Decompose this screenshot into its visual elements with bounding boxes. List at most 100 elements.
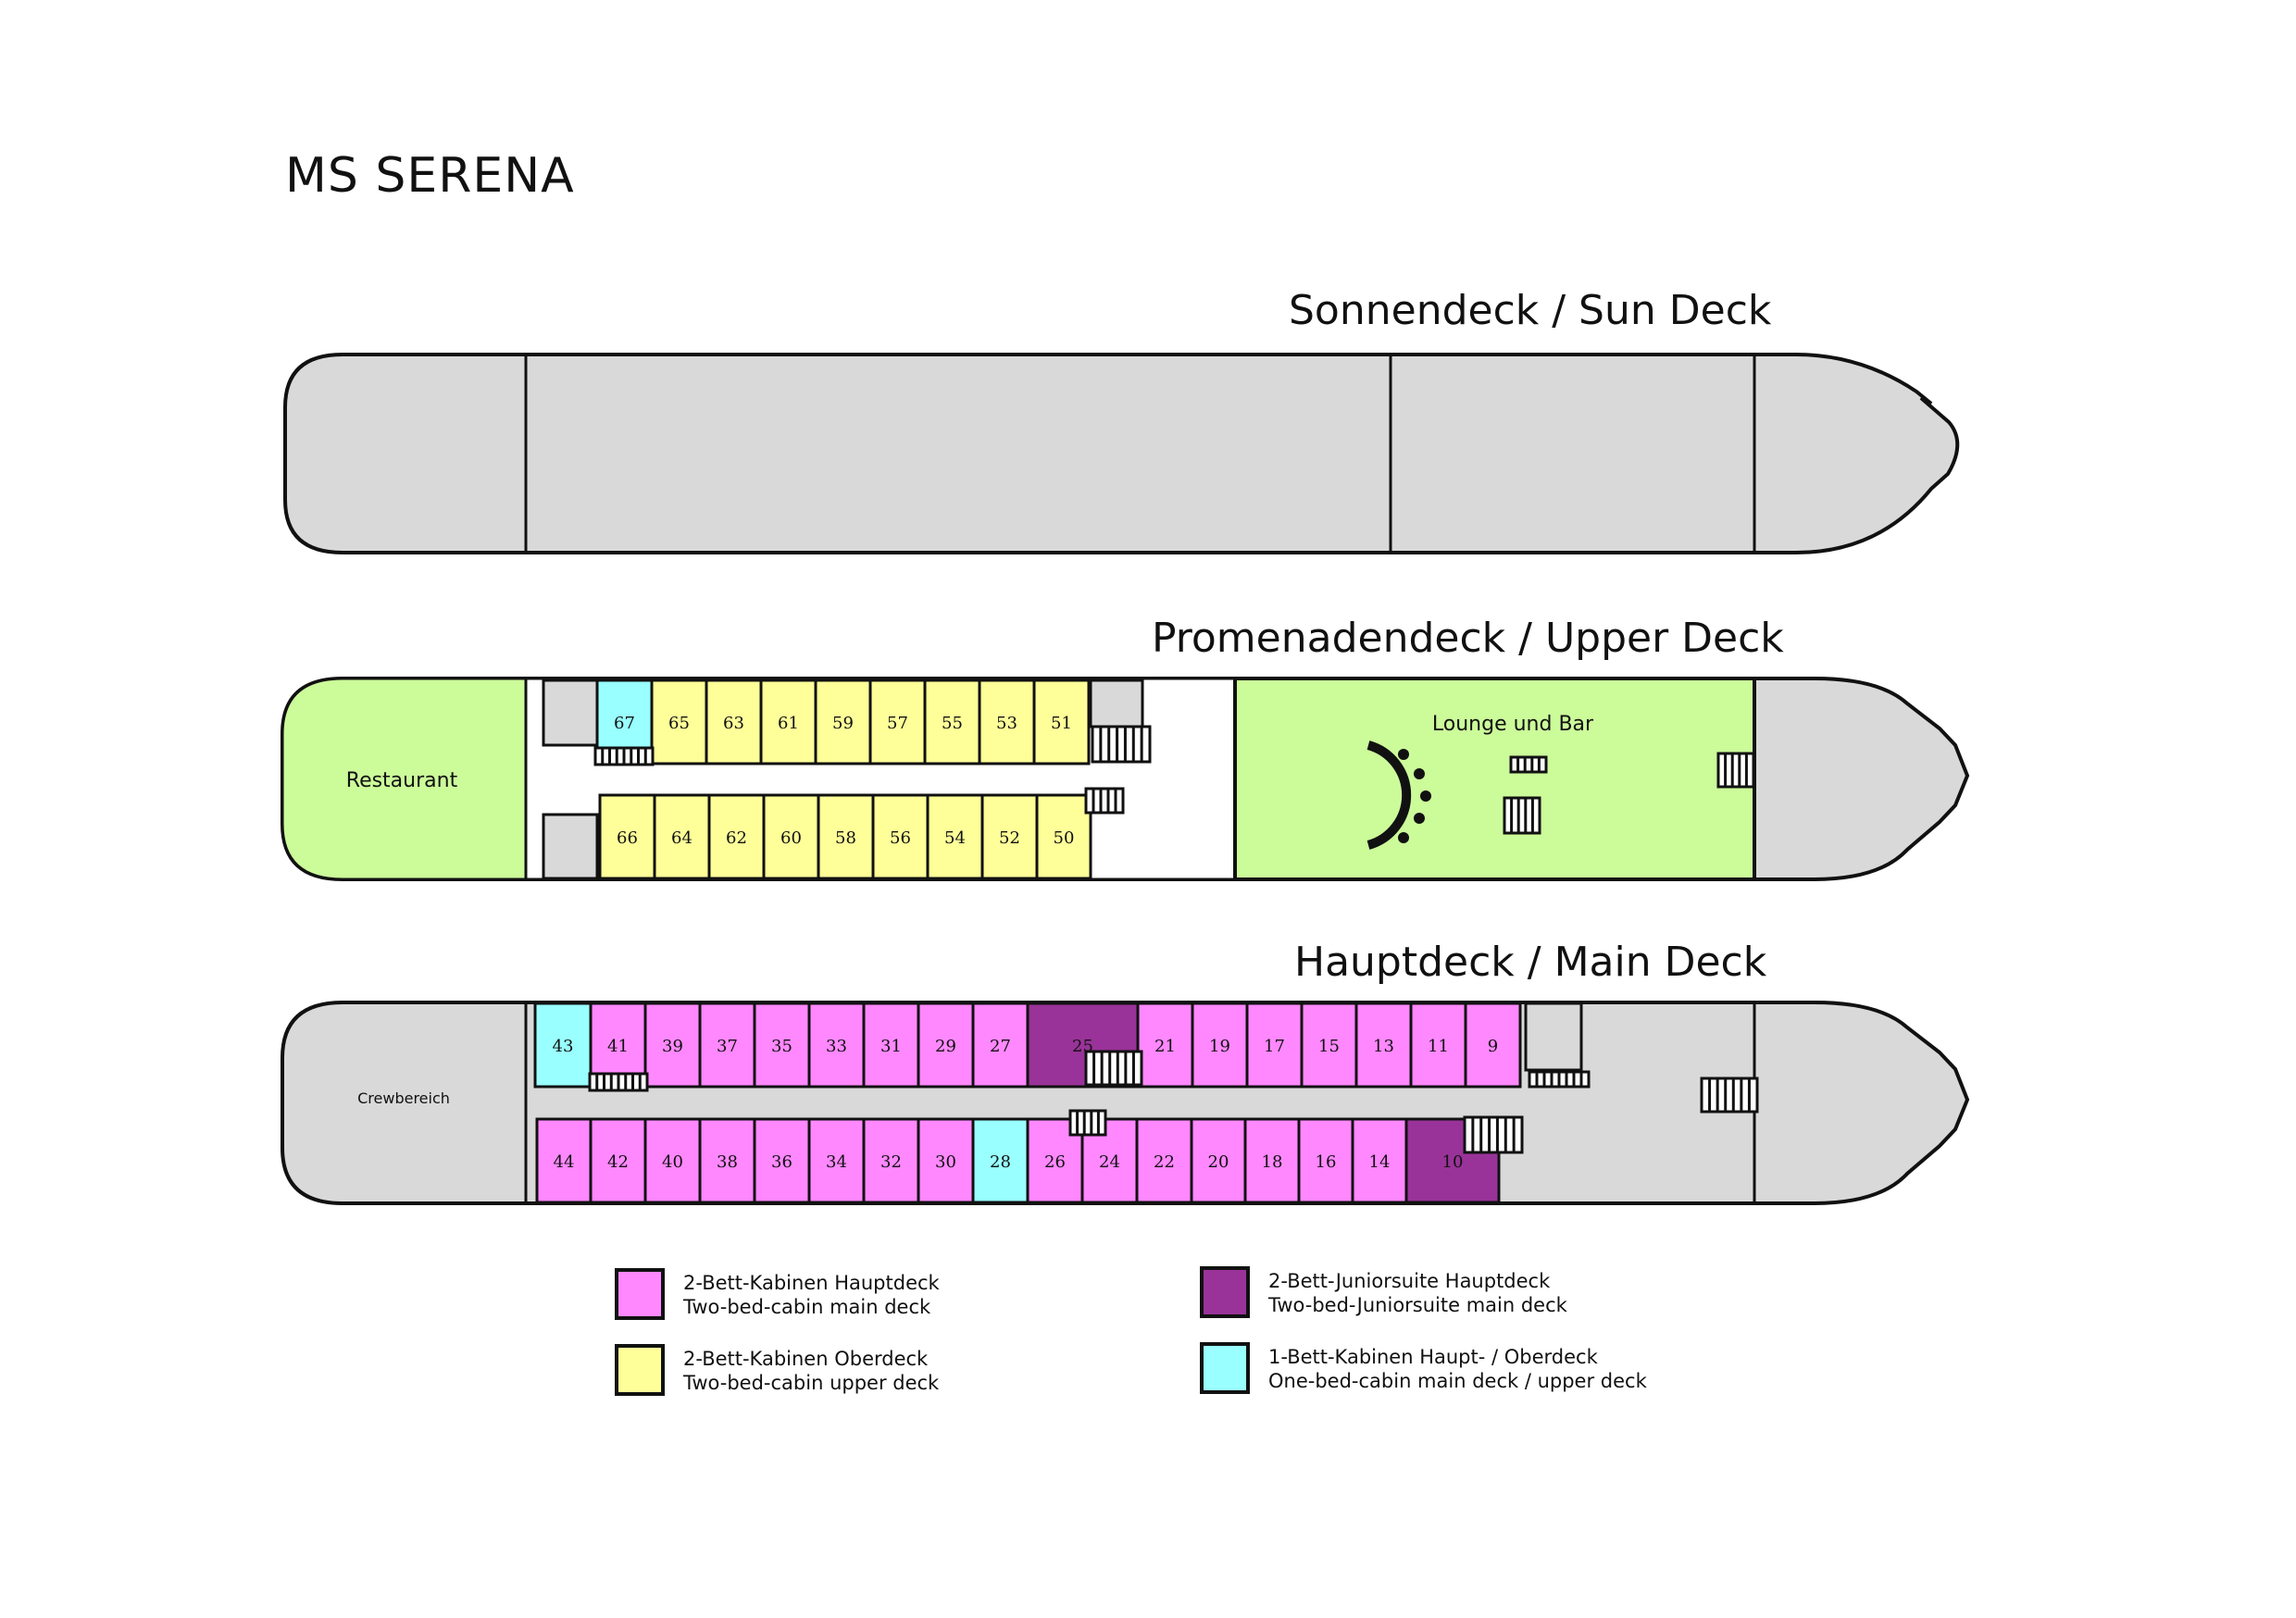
cabin-65[interactable]: 65 <box>650 678 708 765</box>
cabin-13[interactable]: 13 <box>1354 1002 1413 1089</box>
cabin-box <box>589 1117 647 1204</box>
cabin-66[interactable]: 66 <box>598 793 656 880</box>
cabin-number: 31 <box>880 1037 902 1056</box>
cabin-64[interactable]: 64 <box>653 793 711 880</box>
cabin-number: 27 <box>990 1037 1011 1056</box>
cabin-number: 26 <box>1044 1152 1066 1172</box>
legend-swatch <box>615 1268 665 1320</box>
cabin-58[interactable]: 58 <box>817 793 875 880</box>
cabin-50[interactable]: 50 <box>1035 793 1092 880</box>
cabin-28[interactable]: 28 <box>971 1117 1029 1204</box>
cabin-53[interactable]: 53 <box>978 678 1036 765</box>
cabin-number: 66 <box>617 828 638 848</box>
cabin-44[interactable]: 44 <box>535 1117 593 1204</box>
cabin-20[interactable]: 20 <box>1190 1117 1247 1204</box>
cabin-number: 51 <box>1051 714 1072 733</box>
cabin-number: 17 <box>1264 1037 1285 1056</box>
cabin-box <box>862 1117 920 1204</box>
cabin-21[interactable]: 21 <box>1136 1002 1194 1089</box>
cabin-39[interactable]: 39 <box>643 1002 702 1089</box>
sun-deck <box>283 353 1960 554</box>
cabin-box <box>1297 1117 1354 1204</box>
cabin-9[interactable]: 9 <box>1464 1002 1522 1089</box>
cabin-60[interactable]: 60 <box>762 793 820 880</box>
cabin-19[interactable]: 19 <box>1191 1002 1249 1089</box>
cabin-17[interactable]: 17 <box>1245 1002 1304 1089</box>
cabin-37[interactable]: 37 <box>698 1002 756 1089</box>
cabin-box <box>1243 1117 1301 1204</box>
cabin-55[interactable]: 55 <box>923 678 981 765</box>
cabin-63[interactable]: 63 <box>705 678 763 765</box>
legend-swatch <box>615 1344 665 1396</box>
cabin-number: 35 <box>771 1037 792 1056</box>
cabin-number: 14 <box>1369 1152 1391 1172</box>
cabin-61[interactable]: 61 <box>759 678 817 765</box>
cabin-box <box>862 1002 920 1089</box>
cabin-16[interactable]: 16 <box>1297 1117 1354 1204</box>
cabin-number: 33 <box>826 1037 847 1056</box>
cabin-33[interactable]: 33 <box>807 1002 866 1089</box>
cabin-34[interactable]: 34 <box>807 1117 866 1204</box>
cabin-43[interactable]: 43 <box>533 1002 593 1089</box>
cabin-31[interactable]: 31 <box>862 1002 920 1089</box>
cabin-29[interactable]: 29 <box>917 1002 975 1089</box>
bar-counter <box>1366 741 1412 850</box>
cabin-35[interactable]: 35 <box>753 1002 811 1089</box>
cabin-box <box>753 1002 811 1089</box>
staircase-icon <box>1528 1070 1591 1089</box>
staircase-icon <box>1091 725 1152 764</box>
staircase-icon <box>588 1072 649 1092</box>
cabin-40[interactable]: 40 <box>643 1117 702 1204</box>
cabin-box <box>705 678 763 765</box>
cabin-18[interactable]: 18 <box>1243 1117 1301 1204</box>
cabin-30[interactable]: 30 <box>917 1117 975 1204</box>
cabin-15[interactable]: 15 <box>1300 1002 1358 1089</box>
cabin-52[interactable]: 52 <box>980 793 1039 880</box>
cabin-57[interactable]: 57 <box>868 678 927 765</box>
cabin-box <box>923 678 981 765</box>
staircase-icon <box>1716 752 1755 789</box>
cabin-59[interactable]: 59 <box>814 678 872 765</box>
cabin-number: 15 <box>1318 1037 1340 1056</box>
cabin-14[interactable]: 14 <box>1351 1117 1408 1204</box>
cabin-number: 52 <box>999 828 1020 848</box>
cabin-number: 22 <box>1154 1152 1175 1172</box>
cabin-62[interactable]: 62 <box>707 793 766 880</box>
cabin-38[interactable]: 38 <box>698 1117 756 1204</box>
restaurant-area <box>281 677 528 881</box>
cabin-22[interactable]: 22 <box>1135 1117 1193 1204</box>
cabin-number: 11 <box>1428 1037 1449 1056</box>
legend-label-de: 2-Bett-Juniorsuite Hauptdeck <box>1268 1270 1551 1292</box>
cabin-51[interactable]: 51 <box>1032 678 1091 765</box>
cabin-32[interactable]: 32 <box>862 1117 920 1204</box>
cabin-27[interactable]: 27 <box>971 1002 1029 1089</box>
legend-label-de: 1-Bett-Kabinen Haupt- / Oberdeck <box>1268 1346 1598 1368</box>
legend-label-de: 2-Bett-Kabinen Oberdeck <box>683 1348 929 1370</box>
cabin-number: 53 <box>996 714 1017 733</box>
cabin-11[interactable]: 11 <box>1409 1002 1467 1089</box>
cabin-26[interactable]: 26 <box>1026 1117 1084 1204</box>
cabin-number: 29 <box>935 1037 956 1056</box>
cabin-number: 16 <box>1316 1152 1337 1172</box>
cabin-36[interactable]: 36 <box>753 1117 811 1204</box>
ship-title: MS SERENA <box>285 148 575 204</box>
staircase-icon <box>1503 796 1541 835</box>
cabin-number: 54 <box>944 828 966 848</box>
cabin-number: 57 <box>887 714 908 733</box>
cabin-54[interactable]: 54 <box>926 793 984 880</box>
main-deck-title: Hauptdeck / Main Deck <box>1294 939 1767 986</box>
cabin-box <box>1135 1117 1193 1204</box>
cabin-box <box>817 793 875 880</box>
cabin-42[interactable]: 42 <box>589 1117 647 1204</box>
legend-label-de: 2-Bett-Kabinen Hauptdeck <box>683 1272 940 1294</box>
cabin-56[interactable]: 56 <box>871 793 930 880</box>
cabin-number: 37 <box>717 1037 738 1056</box>
cabin-number: 10 <box>1442 1152 1464 1172</box>
upper-storage <box>542 678 599 747</box>
cabin-number: 38 <box>717 1152 738 1172</box>
